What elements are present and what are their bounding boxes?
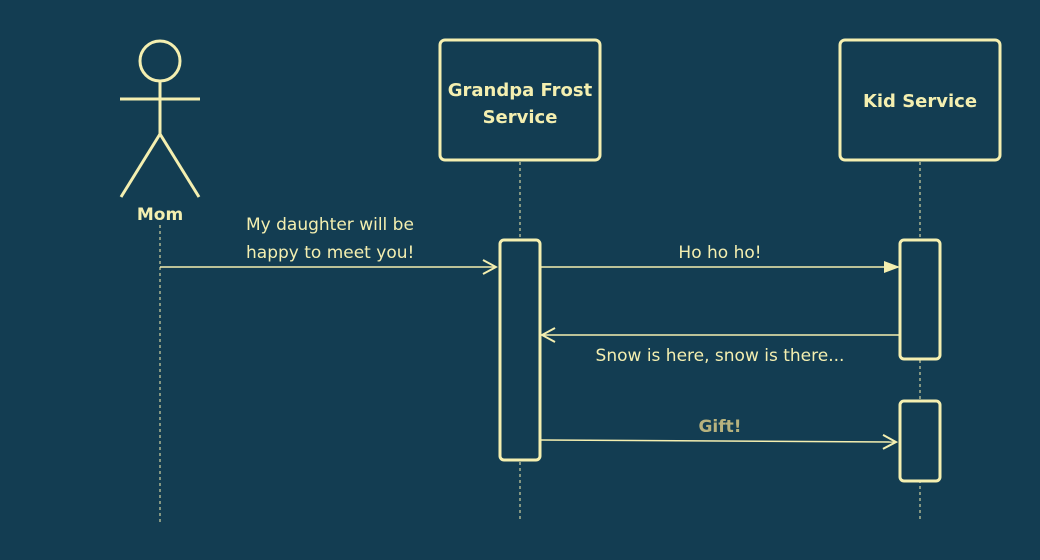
participant-grandpa-frost-label-line1: Grandpa Frost bbox=[448, 80, 593, 101]
actor-mom-figure bbox=[119, 39, 201, 198]
message-arrow-gift bbox=[539, 440, 896, 442]
message-label-mom-line1: My daughter will be bbox=[246, 215, 414, 235]
participant-kid-service-label: Kid Service bbox=[863, 91, 977, 112]
participant-grandpa-frost-box bbox=[438, 38, 602, 162]
participant-kid-service-box bbox=[838, 38, 1002, 162]
actor-mom-label: Mom bbox=[137, 205, 183, 225]
message-label-gift: Gift! bbox=[698, 417, 741, 437]
message-label-ho-ho-ho: Ho ho ho! bbox=[678, 243, 761, 263]
participant-grandpa-frost-label-line2: Service bbox=[483, 107, 558, 128]
activation-kid-service-1 bbox=[898, 238, 942, 361]
actor-head bbox=[138, 39, 182, 83]
message-label-snow: Snow is here, snow is there... bbox=[596, 346, 845, 366]
message-label-mom-line2: happy to meet you! bbox=[246, 243, 414, 263]
activation-grandpa-frost bbox=[498, 238, 542, 462]
activation-kid-service-2 bbox=[898, 399, 942, 483]
actor-left-leg bbox=[119, 133, 162, 198]
actor-right-leg bbox=[158, 133, 201, 198]
